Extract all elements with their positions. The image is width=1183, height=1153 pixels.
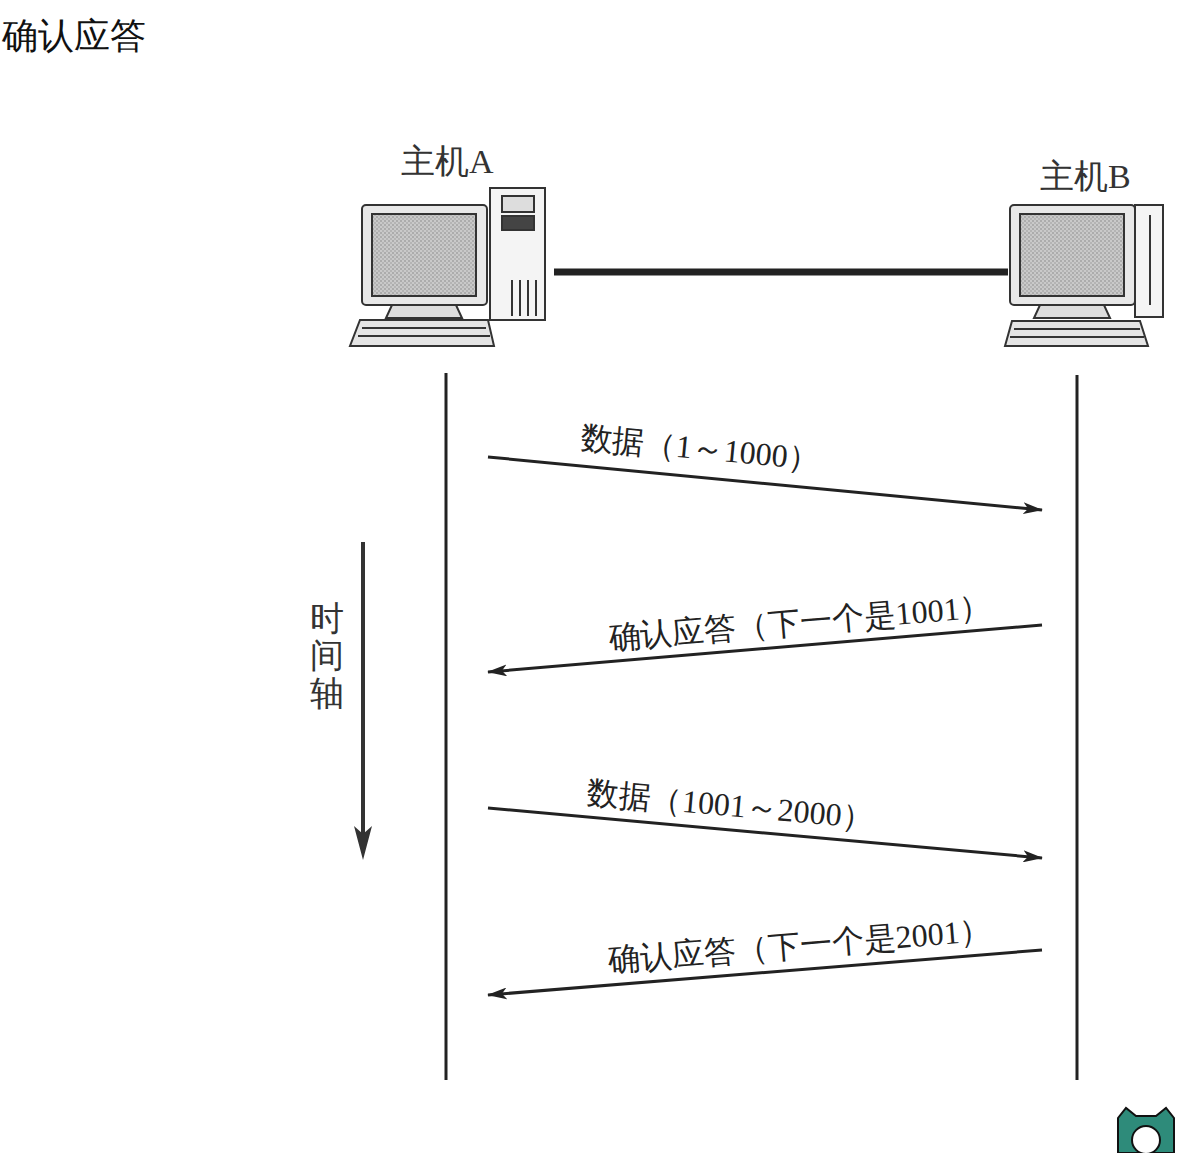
host-label: 主机B	[1040, 157, 1172, 198]
watermark-icon	[1118, 1108, 1174, 1153]
network-cable	[554, 269, 1008, 276]
computer-a	[350, 188, 545, 346]
computer-b	[1005, 205, 1163, 346]
host-label: 主机A	[401, 142, 554, 183]
host-node: 主机A	[345, 140, 554, 352]
host-node: 主机B	[1008, 155, 1172, 352]
axis-label: 时间轴	[310, 600, 344, 712]
title: 确认应答	[2, 14, 146, 57]
lifeline-b	[1076, 375, 1079, 1080]
time-axis-arrow	[354, 542, 372, 860]
message-label: 数据（1001～2000）	[582, 773, 878, 836]
lifeline-a	[445, 373, 448, 1080]
